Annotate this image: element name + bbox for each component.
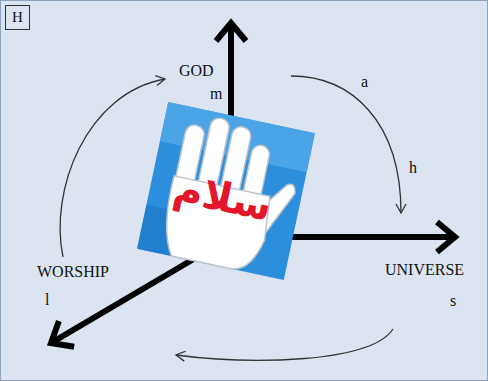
painting-ground	[137, 102, 315, 280]
axis-label: m	[210, 85, 222, 103]
axis-label: h	[409, 159, 417, 177]
axis-label: l	[45, 291, 49, 309]
section-letter: H	[12, 9, 23, 26]
hand	[157, 111, 307, 278]
axis-label: GOD	[179, 62, 214, 80]
axis-label: UNIVERSE	[385, 261, 464, 279]
section-letter-box: H	[5, 5, 30, 30]
cycle-arrow	[176, 329, 393, 360]
axis-label: s	[450, 292, 456, 310]
axis-label: a	[361, 73, 368, 91]
axis-label: WORSHIP	[37, 263, 109, 281]
hand-painting	[137, 102, 315, 280]
